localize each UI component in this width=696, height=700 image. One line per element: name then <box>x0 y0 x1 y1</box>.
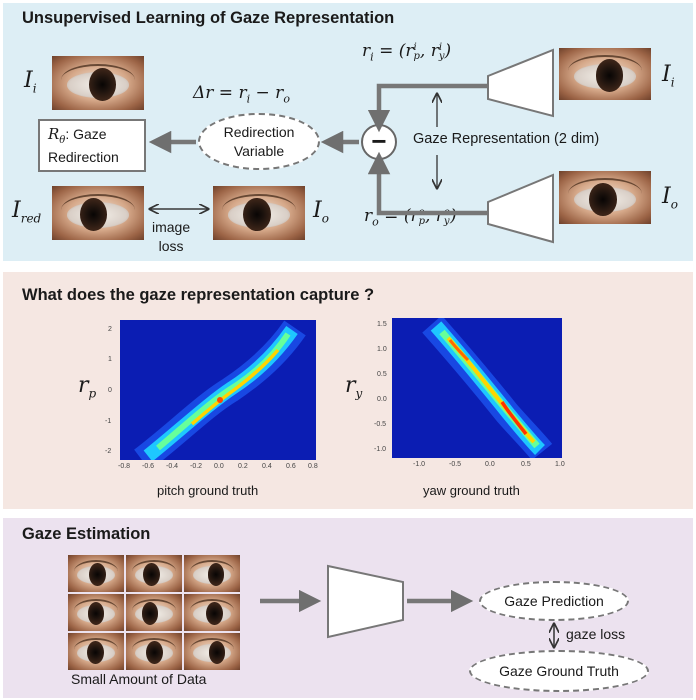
eye-sample <box>184 555 240 592</box>
small-data-eye-grid <box>68 555 240 670</box>
label-Ii-right: Ii <box>662 62 675 90</box>
pitch-xtick: 0.6 <box>286 463 296 470</box>
yaw-ytick: 0.5 <box>377 371 387 378</box>
pitch-ytick: 0 <box>108 387 112 394</box>
gaze-prediction-ellipse: Gaze Prediction <box>479 581 629 621</box>
yaw-xlabel: yaw ground truth <box>423 483 520 498</box>
gaze-loss-label: gaze loss <box>566 626 626 642</box>
pitch-xtick: 0.0 <box>214 463 224 470</box>
pitch-xtick: 0.4 <box>262 463 272 470</box>
eye-sample <box>68 594 124 631</box>
pitch-heatmap <box>120 320 316 471</box>
eye-sample <box>68 555 124 592</box>
eye-sample <box>126 633 182 670</box>
yaw-heatmap <box>392 315 562 461</box>
panel2-title: What does the gaze representation captur… <box>22 286 375 304</box>
panel1-title: Unsupervised Learning of Gaze Representa… <box>22 9 395 27</box>
eye-sample <box>68 633 124 670</box>
yaw-ytick: -0.5 <box>374 421 387 428</box>
eye-sample <box>184 594 240 631</box>
encoder-bottom-shape <box>487 173 554 244</box>
gaze-representation-label: Gaze Representation (2 dim) <box>413 131 600 147</box>
gaze-ground-truth-ellipse: Gaze Ground Truth <box>469 650 649 692</box>
yaw-xtick: 0.0 <box>485 461 495 468</box>
yaw-xtick: -1.0 <box>413 461 426 468</box>
pitch-ytick: -1 <box>105 418 112 425</box>
encoder-estimation-shape <box>327 564 404 639</box>
pitch-xtick: 0.2 <box>238 463 248 470</box>
label-Io-right: Io <box>662 184 678 212</box>
eye-image-Io-right <box>559 171 651 224</box>
yaw-ytick: 1.0 <box>377 346 387 353</box>
eye-sample <box>126 594 182 631</box>
yaw-ytick: -1.0 <box>374 446 387 453</box>
eye-sample <box>126 555 182 592</box>
eye-sample <box>184 633 240 670</box>
pitch-heatmap-density <box>134 320 306 471</box>
pitch-xlabel: pitch ground truth <box>157 483 259 498</box>
pitch-xtick: -0.8 <box>118 463 131 470</box>
yaw-xtick: 0.5 <box>521 461 531 468</box>
label-Io-left: Io <box>313 198 329 226</box>
pitch-ytick: -2 <box>105 448 112 455</box>
ylabel-ry: ry <box>345 373 363 401</box>
label-Ii-left: Ii <box>24 68 37 96</box>
eye-image-Io-left <box>213 186 305 240</box>
eye-image-Ii-left <box>52 56 144 110</box>
delta-r-equation: Δr = ri − ro <box>193 83 290 106</box>
eye-image-Ii-right <box>559 48 651 100</box>
label-Ired: Ired <box>12 198 42 226</box>
redirection-module-box: Rθ: Gaze Redirection <box>38 119 146 172</box>
yaw-ytick: 1.5 <box>377 321 387 328</box>
pitch-xtick: -0.2 <box>190 463 203 470</box>
encoder-top-shape <box>487 48 554 118</box>
yaw-ytick: 0.0 <box>377 396 387 403</box>
pitch-xtick: 0.8 <box>308 463 318 470</box>
yaw-heatmap-density <box>422 315 553 461</box>
panel3-title: Gaze Estimation <box>22 525 151 543</box>
yaw-xtick: 1.0 <box>555 461 565 468</box>
pitch-ytick: 1 <box>108 356 112 363</box>
ylabel-rp: rp <box>78 373 97 401</box>
small-data-caption: Small Amount of Data <box>71 671 207 687</box>
yaw-xtick: -0.5 <box>449 461 462 468</box>
eye-image-Ired <box>52 186 144 240</box>
pitch-xtick: -0.6 <box>142 463 155 470</box>
pitch-ytick: 2 <box>108 326 112 333</box>
pitch-xtick: -0.4 <box>166 463 179 470</box>
gaze-representation-analysis-panel <box>3 272 693 509</box>
